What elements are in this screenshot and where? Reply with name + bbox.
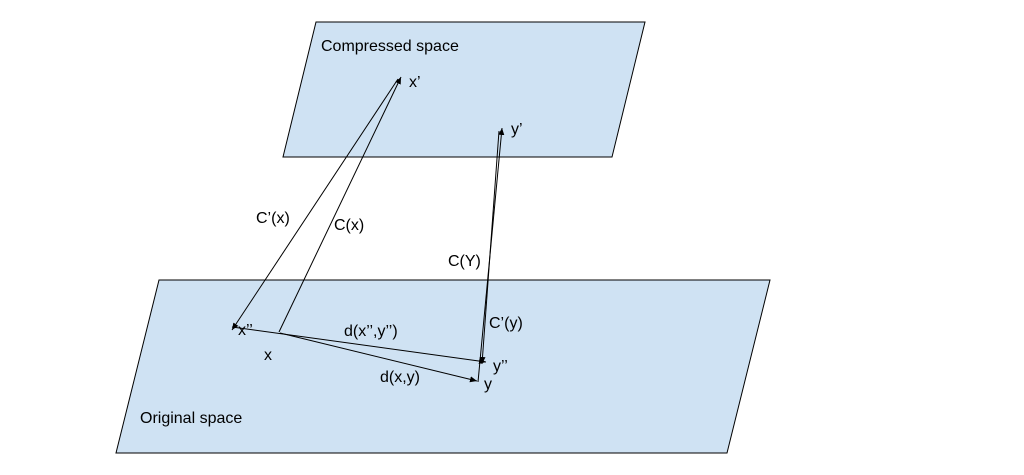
- c-prime-y-label: C’(y): [489, 315, 523, 332]
- compressed-space-plane: [282, 21, 646, 158]
- d-xpp-ypp-arrow: [231, 326, 487, 365]
- c-x-label: C(x): [334, 217, 364, 234]
- point-y-prime-label: y’: [511, 121, 523, 138]
- compressed-space-label: Compressed space: [321, 38, 459, 55]
- c-prime-x-arrow: [231, 78, 399, 331]
- point-y-double-prime-label: y’’: [493, 358, 508, 375]
- d-xpp-ypp-label: d(x’’,y’’): [344, 323, 398, 340]
- original-space-label: Original space: [140, 410, 242, 427]
- point-x-label: x: [264, 347, 272, 364]
- c-x-arrow: [278, 76, 402, 333]
- point-y-label: y: [484, 376, 492, 393]
- c-prime-y-arrow: [479, 130, 500, 365]
- d-x-y-arrow: [279, 332, 478, 383]
- point-x-prime-label: x’: [409, 74, 421, 91]
- point-x-double-prime-label: x’’: [238, 322, 253, 339]
- c-Y-label: C(Y): [448, 253, 481, 270]
- d-x-y-label: d(x,y): [380, 369, 420, 386]
- original-space-plane: [115, 279, 771, 454]
- c-prime-x-label: C’(x): [256, 210, 290, 227]
